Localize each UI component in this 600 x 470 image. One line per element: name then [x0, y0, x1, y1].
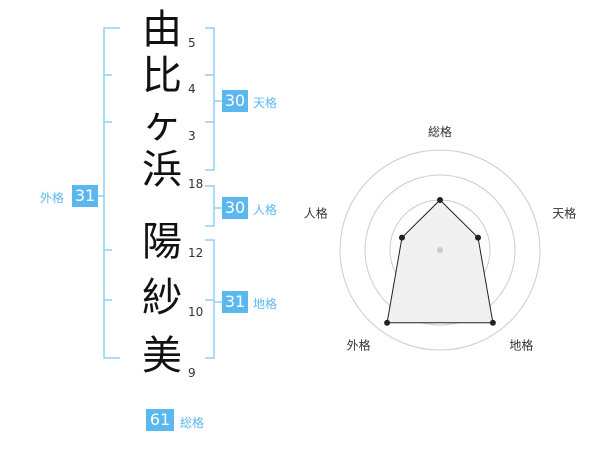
- name-char-2: 比: [142, 53, 182, 99]
- radar-grid-ring-4: [339, 149, 541, 351]
- radar-point-3: [489, 319, 496, 326]
- stroke-count-6: 10: [188, 305, 204, 319]
- tenkaku-label: 天格: [253, 96, 278, 110]
- name-char-7: 美: [142, 333, 182, 379]
- tenkaku-value: 30: [222, 90, 248, 112]
- name-char-5: 陽: [142, 219, 182, 265]
- radar-point-1: [437, 197, 443, 203]
- radar-axis-label: 地格: [509, 337, 533, 352]
- jinkaku-value: 30: [222, 197, 248, 219]
- radar-axis-label: 総格: [428, 124, 452, 139]
- chikaku-value: 31: [222, 291, 248, 313]
- radar-point-5: [398, 234, 405, 241]
- name-char-1: 由: [142, 7, 182, 53]
- radar-point-4: [384, 319, 391, 326]
- name-char-4: 浜: [142, 147, 182, 193]
- chikaku-label: 地格: [253, 297, 278, 311]
- name-char-6: 紗: [142, 275, 182, 321]
- stroke-count-1: 5: [188, 36, 196, 50]
- radar-area: [386, 199, 494, 324]
- radar-axis-label: 人格: [304, 206, 328, 221]
- radar-grid-ring-3: [364, 174, 516, 326]
- jinkaku-label: 人格: [253, 203, 278, 217]
- stroke-count-7: 9: [188, 366, 196, 380]
- radar-axis-label: 天格: [552, 206, 576, 221]
- stroke-count-2: 4: [188, 82, 196, 96]
- soukaku-value: 61: [146, 409, 174, 431]
- radar-center-dot: [437, 247, 443, 253]
- stroke-count-4: 18: [188, 177, 204, 191]
- radar-axis-label: 外格: [347, 337, 371, 352]
- name-char-3: ヶ: [142, 101, 182, 147]
- radar-point-2: [475, 234, 482, 241]
- soukaku-label: 総格: [180, 416, 205, 430]
- stroke-count-5: 12: [188, 246, 204, 260]
- gaikaku-value: 31: [72, 185, 98, 207]
- gaikaku-label: 外格: [40, 191, 65, 205]
- stroke-count-3: 3: [188, 129, 196, 143]
